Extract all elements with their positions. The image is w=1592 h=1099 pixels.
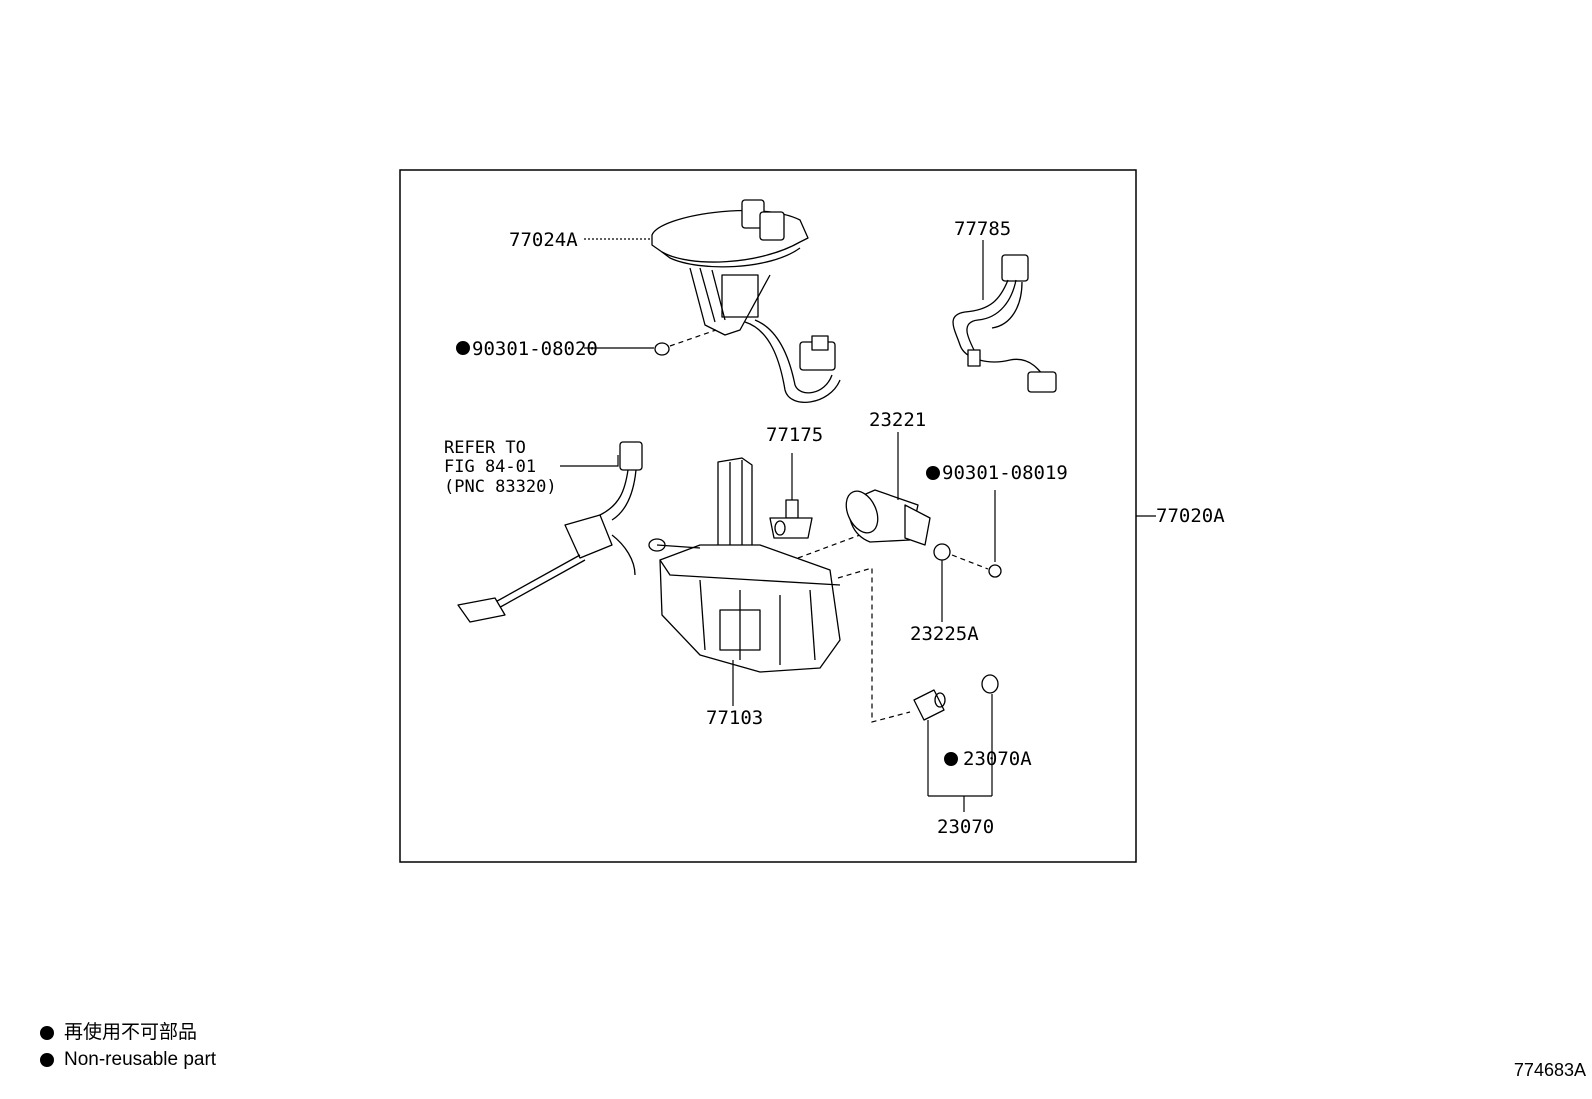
bullet-dot-icon — [40, 1052, 54, 1067]
legend-japanese-text: 再使用不可部品 — [64, 1022, 198, 1043]
nonreusable-dot — [456, 341, 470, 355]
callout-77024a: 77024A — [509, 229, 578, 251]
legend-row-english: Non-reusable part — [40, 1046, 216, 1073]
part-77785-drawing — [952, 254, 1057, 393]
part-77175-drawing — [769, 499, 813, 539]
filter-23225a — [933, 543, 951, 561]
oring-90301-08019 — [988, 564, 1002, 578]
refer-note-line-3: (PNC 83320) — [444, 477, 557, 497]
seal-23070a — [981, 674, 999, 694]
part-77024a-drawing — [651, 199, 841, 403]
callout-23070: 23070 — [937, 816, 994, 838]
callout-23221: 23221 — [869, 409, 926, 431]
callout-23070a: 23070A — [963, 748, 1032, 770]
refer-note-line-1: REFER TO — [444, 438, 526, 458]
callout-77175: 77175 — [766, 424, 823, 446]
fuel-level-sender-drawing — [457, 441, 643, 623]
callout-90301-08020: 90301-08020 — [472, 338, 598, 360]
legend: 再使用不可部品 Non-reusable part — [40, 1019, 216, 1073]
bullet-dot-icon — [40, 1025, 54, 1040]
nonreusable-dot — [926, 466, 940, 480]
part-77103-drawing — [648, 457, 841, 673]
nonreusable-dot — [944, 752, 958, 766]
part-23070-drawing — [913, 689, 946, 721]
callout-77103: 77103 — [706, 707, 763, 729]
callout-23225a: 23225A — [910, 623, 979, 645]
part-23221-drawing — [845, 489, 931, 546]
callout-90301-08019: 90301-08019 — [942, 462, 1068, 484]
legend-row-japanese: 再使用不可部品 — [40, 1019, 216, 1046]
legend-english-text: Non-reusable part — [64, 1049, 217, 1070]
callout-77785: 77785 — [954, 218, 1011, 240]
oring-90301-08020 — [654, 342, 670, 356]
figure-id: 774683A — [1513, 1060, 1586, 1080]
refer-note-line-2: FIG 84-01 — [444, 457, 536, 477]
callout-77020a: 77020A — [1156, 505, 1225, 527]
